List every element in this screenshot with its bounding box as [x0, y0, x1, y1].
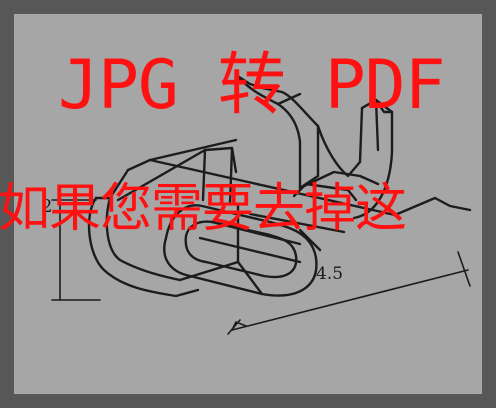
right-arm — [316, 98, 394, 220]
dimension-leader — [231, 320, 247, 331]
left-clip-outer — [87, 196, 200, 298]
dimension-width-label: 4.5 — [316, 264, 344, 284]
left-clip-inner — [105, 196, 182, 282]
dimension-width-extension-right — [457, 251, 471, 287]
center-loop-side — [236, 228, 322, 296]
dimension-height-ticks — [51, 199, 101, 301]
dimension-width-line — [231, 269, 469, 331]
watermark-subtitle: 如果您需要去掉这 — [0, 179, 407, 239]
left-clip-top — [94, 146, 238, 202]
tab-right-edge — [234, 73, 320, 178]
center-loop-inner — [184, 220, 298, 279]
blade-tip — [360, 98, 394, 152]
watermark-title: JPG 转 PDF — [58, 46, 446, 125]
dimension-height-label: 2 — [41, 196, 53, 217]
front-channel — [198, 212, 346, 264]
center-loop-outer — [163, 204, 318, 297]
spring-blade — [292, 170, 380, 202]
base-plate — [126, 138, 472, 217]
